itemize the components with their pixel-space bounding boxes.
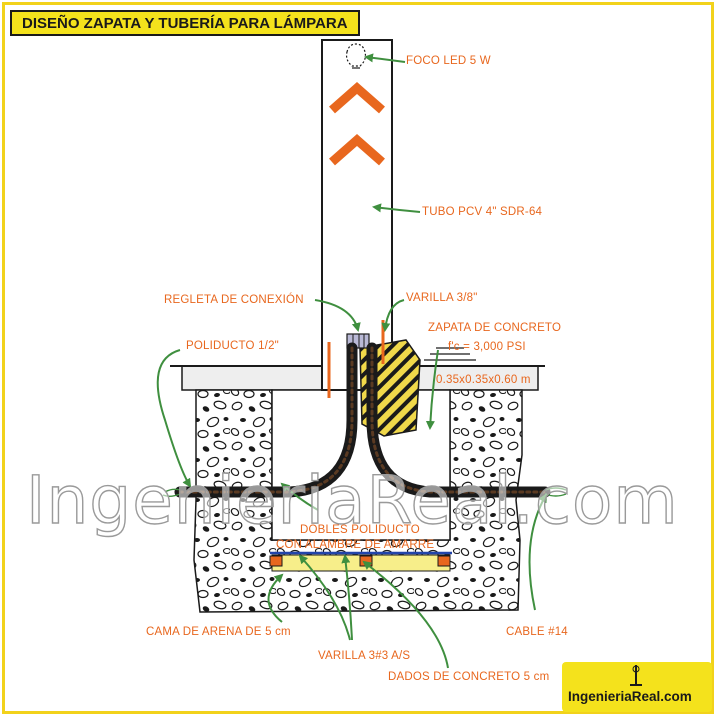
lamp-logo-icon <box>630 665 642 686</box>
logo-text: IngenieriaReal.com <box>568 689 692 704</box>
label-tubo: TUBO PCV 4" SDR-64 <box>422 206 543 218</box>
label-cama: CAMA DE ARENA DE 5 cm <box>146 626 291 638</box>
label-zapata-line1: ZAPATA DE CONCRETO <box>428 322 562 334</box>
arrow-poliducto <box>156 349 192 488</box>
label-varilla38: VARILLA 3/8" <box>406 292 478 304</box>
arrow-dados <box>362 560 449 669</box>
label-zapata-line2: f'c = 3,000 PSI <box>448 341 526 353</box>
label-dobles-line2: CON ALAMBRE DE AMARRE <box>276 539 435 551</box>
arrow-cama <box>267 573 284 623</box>
arrow-foco <box>364 53 406 63</box>
excavation-pit <box>271 389 451 541</box>
polyduct-pipes <box>174 342 551 498</box>
label-foco: FOCO LED 5 W <box>406 55 491 67</box>
arrow-varilla3a <box>298 554 351 641</box>
reflective-chevrons <box>329 82 385 166</box>
arrow-varilla3b <box>341 554 353 641</box>
label-regleta: REGLETA DE CONEXIÓN <box>164 294 304 306</box>
label-cable: CABLE #14 <box>506 626 568 638</box>
cable-wires <box>162 487 567 497</box>
callout-arrows <box>156 53 547 669</box>
brand-logo: IngenieriaReal.com <box>562 662 712 712</box>
page-frame <box>2 2 714 714</box>
label-varilla3: VARILLA 3#3 A/S <box>318 650 411 662</box>
label-poliducto: POLIDUCTO 1/2" <box>186 340 279 352</box>
label-zapata-line3: 0.35x0.35x0.60 m <box>436 374 531 386</box>
arrow-tubo <box>372 203 421 213</box>
arrow-cable <box>528 493 547 611</box>
arrow-zapata <box>425 349 439 430</box>
arrow-regleta <box>314 299 361 332</box>
label-dobles-line1: DOBLES POLIDUCTO <box>300 524 420 536</box>
arrow-varilla38 <box>381 299 405 332</box>
watermark-text: IngenieriaReal.com <box>25 461 679 539</box>
led-bulb-icon <box>345 43 367 69</box>
diagram-title: DISEÑO ZAPATA Y TUBERÍA PARA LÁMPARA <box>10 10 360 36</box>
arrow-dobles <box>280 482 319 511</box>
label-dados: DADOS DE CONCRETO 5 cm <box>388 671 550 683</box>
